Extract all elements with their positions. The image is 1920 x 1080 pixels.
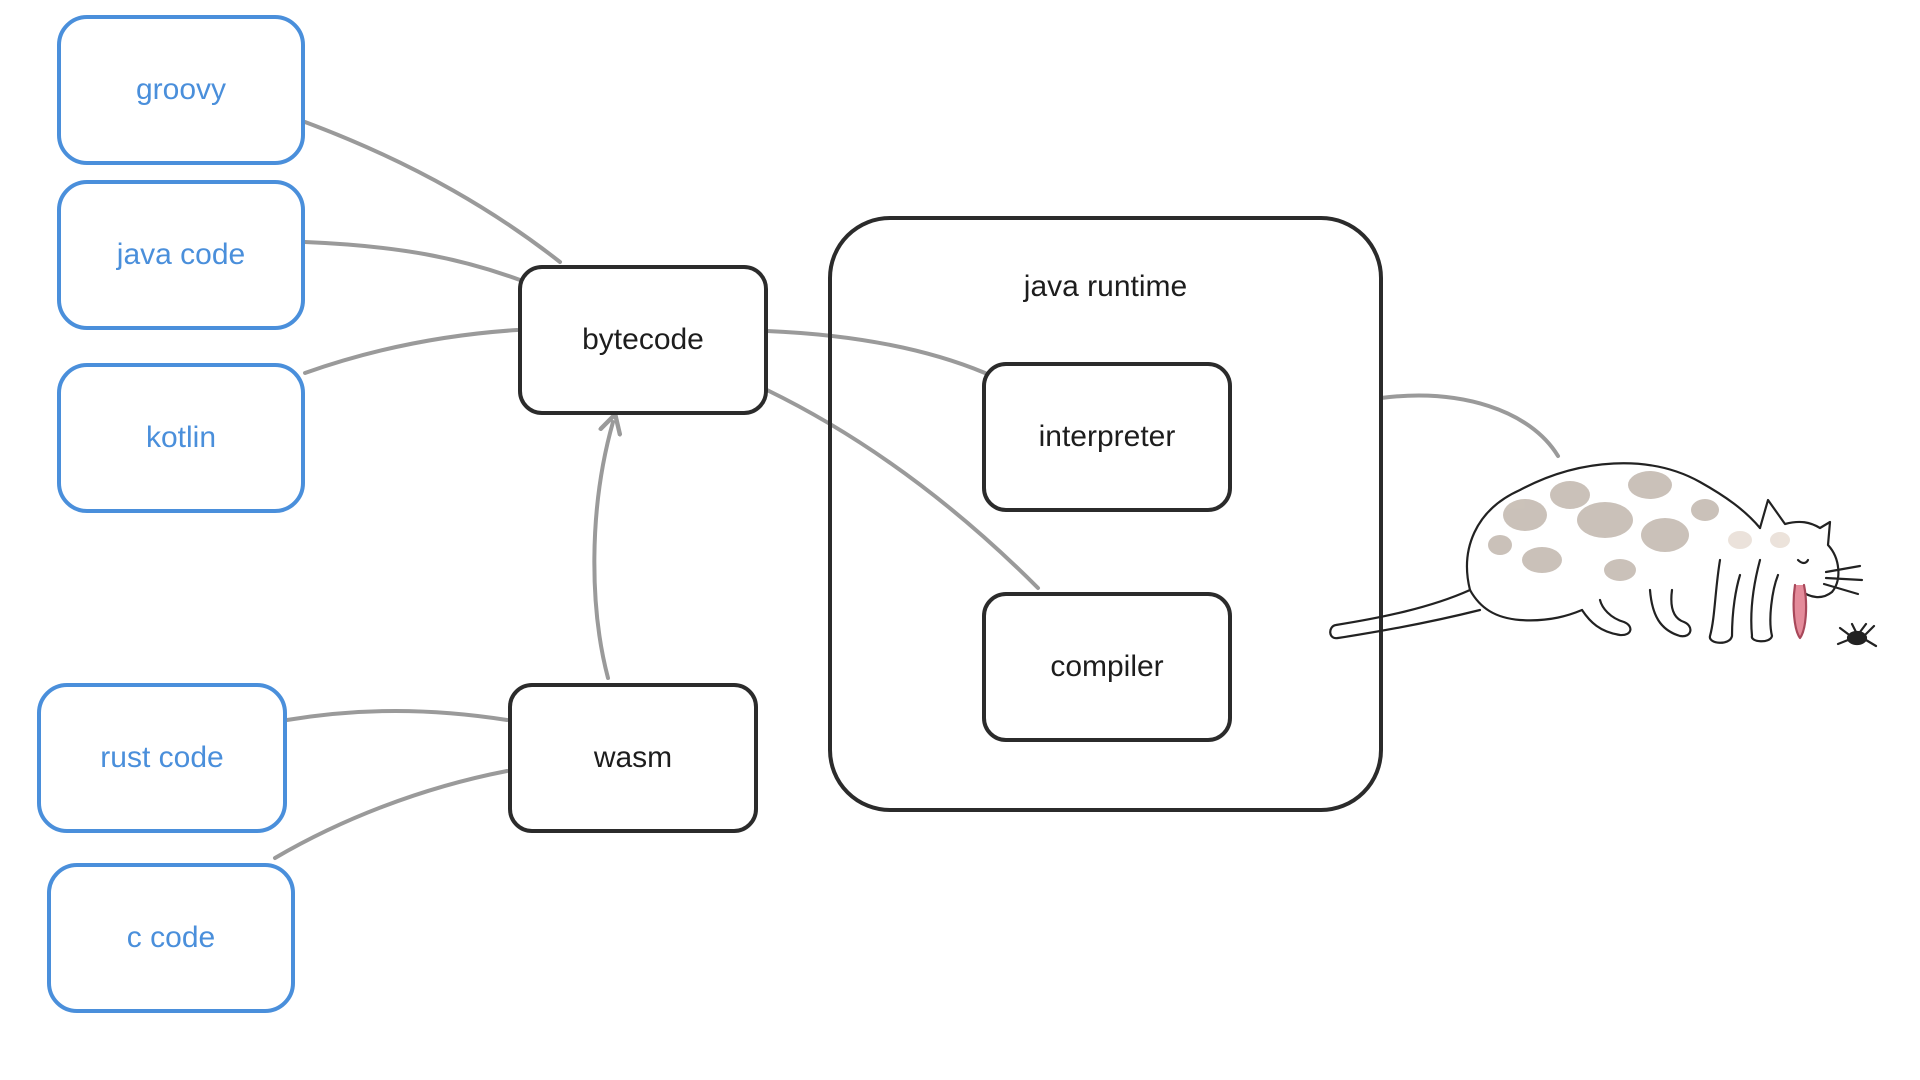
source-groovy-box[interactable]: groovy [57, 15, 305, 165]
source-kotlin-box[interactable]: kotlin [57, 363, 305, 513]
source-kotlin-label: kotlin [145, 421, 217, 454]
java-runtime-container: java runtime [828, 216, 1383, 812]
connector-rust-code-to-wasm [285, 709, 509, 722]
bytecode-label: bytecode [582, 323, 704, 356]
connector-c-code-to-wasm [273, 769, 509, 860]
source-rust-code-box[interactable]: rust code [37, 683, 287, 833]
source-rust-code-label: rust code [100, 741, 224, 774]
compiler-box[interactable]: compiler [982, 592, 1232, 742]
connector-java-code-to-bytecode [303, 240, 522, 282]
compiler-label: compiler [1050, 650, 1164, 683]
wasm-box[interactable]: wasm [508, 683, 758, 833]
source-groovy-label: groovy [135, 73, 227, 106]
connector-groovy-to-bytecode [303, 120, 562, 264]
connector-kotlin-to-bytecode [303, 328, 519, 375]
source-java-code-label: java code [116, 238, 246, 271]
cat-illustration [1329, 462, 1878, 648]
interpreter-label: interpreter [1038, 420, 1176, 453]
connector-wasm-to-bytecode [592, 422, 613, 680]
java-runtime-title: java runtime [1023, 270, 1188, 303]
source-java-code-box[interactable]: java code [57, 180, 305, 330]
source-c-code-label: c code [126, 921, 216, 954]
wasm-label: wasm [593, 741, 673, 774]
interpreter-box[interactable]: interpreter [982, 362, 1232, 512]
source-c-code-box[interactable]: c code [47, 863, 295, 1013]
bytecode-box[interactable]: bytecode [518, 265, 768, 415]
